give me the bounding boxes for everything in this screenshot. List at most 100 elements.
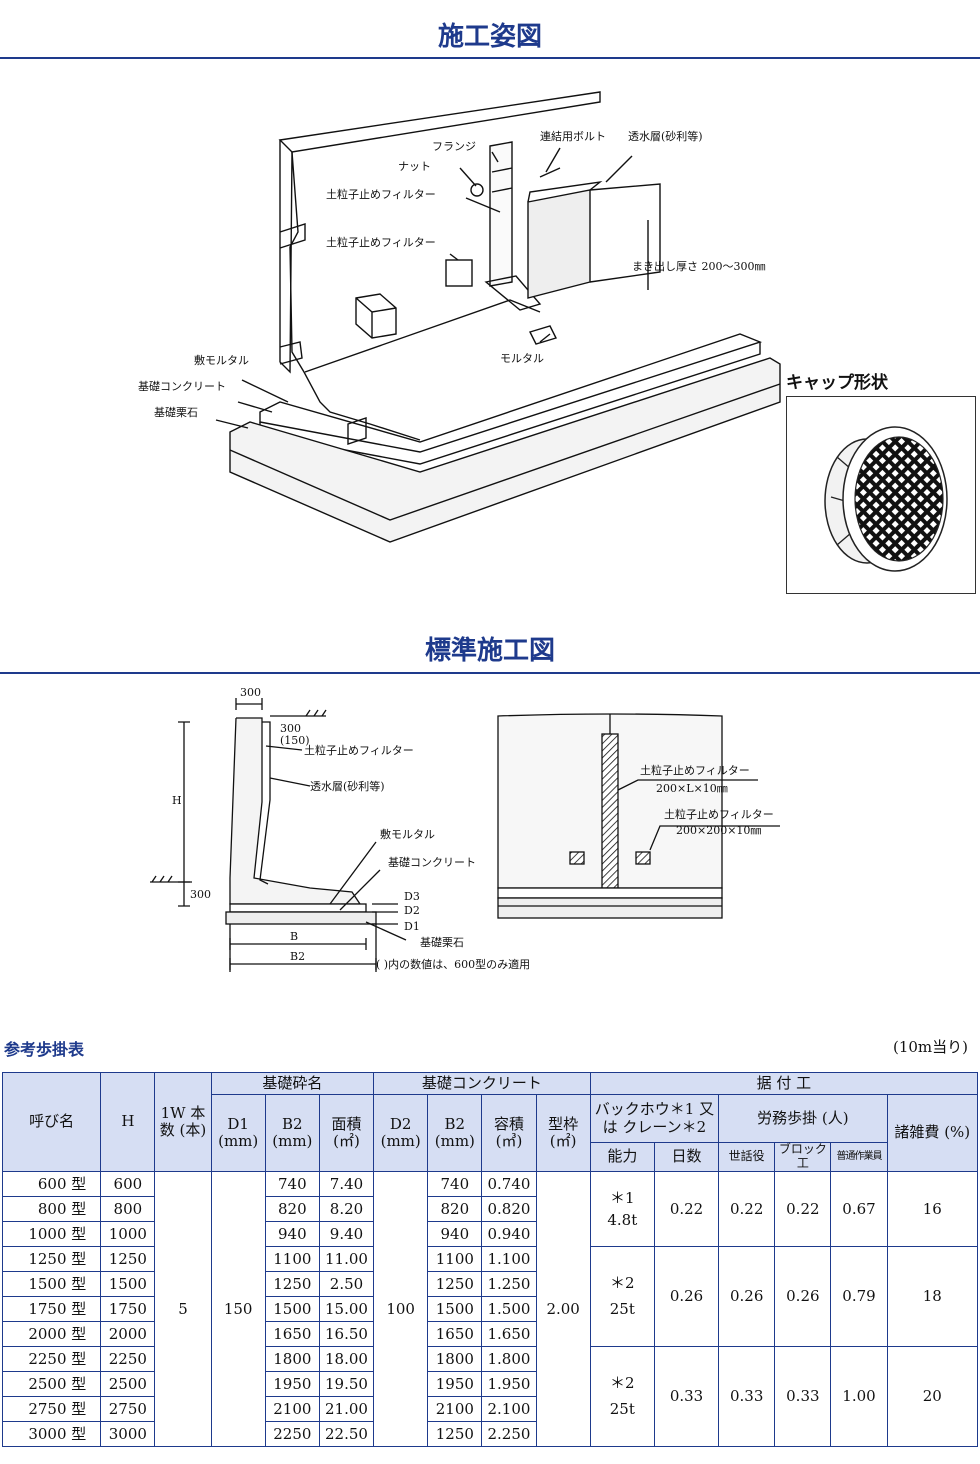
cell-b2: 1100 <box>264 1245 320 1272</box>
header-stone-group: 基礎砕名 <box>210 1072 375 1095</box>
dim-300-top: 300 <box>240 686 261 699</box>
cell-h: 2500 <box>100 1370 156 1397</box>
cell-form: 2.00 <box>535 1170 591 1447</box>
cell-b2c: 1950 <box>427 1370 483 1397</box>
table-row: 1750 型 1750 1500 15.00 1500 1.500 <box>1 1295 978 1322</box>
cell-block: 0.26 <box>774 1245 832 1347</box>
cell-area: 9.40 <box>318 1220 375 1247</box>
cell-h: 600 <box>100 1170 156 1197</box>
cell-b2: 740 <box>264 1170 320 1197</box>
header-area: 面積 (㎡) <box>318 1094 375 1172</box>
cell-h: 1250 <box>100 1245 156 1272</box>
cell-name: 600 型 <box>1 1170 102 1197</box>
cell-area: 21.00 <box>318 1395 375 1422</box>
cell-area: 11.00 <box>318 1245 375 1272</box>
label-foundation-stone: 基礎栗石 <box>154 406 198 419</box>
dim-150: (150) <box>280 734 310 747</box>
cell-name: 2750 型 <box>1 1395 102 1422</box>
header-worker: 普通作業員 <box>830 1142 888 1172</box>
capacity-value: 25t <box>609 1300 635 1319</box>
cell-area: 19.50 <box>318 1370 375 1397</box>
label-foundation-concrete: 基礎コンクリート <box>138 380 226 393</box>
cell-b2c: 1500 <box>427 1295 483 1322</box>
dim-h: H <box>172 794 182 807</box>
cell-b2: 2250 <box>264 1420 320 1447</box>
cell-volume: 0.940 <box>481 1220 537 1247</box>
header-name: 呼び名 <box>1 1072 102 1172</box>
cell-b2: 1500 <box>264 1295 320 1322</box>
label-nut: ナット <box>398 160 431 173</box>
label-filter1: 土粒子止めフィルター <box>640 763 750 777</box>
cell-name: 1250 型 <box>1 1245 102 1272</box>
cell-b2c: 1800 <box>427 1345 483 1372</box>
header-count: 1W 本数 (本) <box>154 1072 212 1172</box>
cell-h: 800 <box>100 1195 156 1222</box>
header-h: H <box>100 1072 156 1172</box>
header-concrete-group: 基礎コンクリート <box>373 1072 591 1095</box>
cell-volume: 1.950 <box>481 1370 537 1397</box>
label-thickness: まき出し厚さ 200〜300㎜ <box>632 259 766 273</box>
cell-misc: 18 <box>886 1245 979 1347</box>
cell-name: 3000 型 <box>1 1420 102 1447</box>
header-foreman: 世話役 <box>718 1142 776 1172</box>
cell-b2c: 1250 <box>427 1270 483 1297</box>
table-row: 2500 型 2500 1950 19.50 1950 1.950 <box>1 1370 978 1397</box>
label-mortar-bed: 敷モルタル <box>194 353 249 367</box>
cell-b2c: 1250 <box>427 1420 483 1447</box>
dim-b2: B2 <box>290 950 305 963</box>
cell-b2: 820 <box>264 1195 320 1222</box>
label-permeable: 透水層(砂利等) <box>628 129 703 143</box>
label-filter2-size: 200×200×10㎜ <box>676 824 761 837</box>
cell-d2: 100 <box>373 1170 429 1447</box>
cell-b2c: 1650 <box>427 1320 483 1347</box>
cell-count: 5 <box>154 1170 212 1447</box>
cell-volume: 2.250 <box>481 1420 537 1447</box>
header-labor: 労務歩掛 (人) <box>718 1094 888 1143</box>
cell-area: 18.00 <box>318 1345 375 1372</box>
capacity-value: 4.8t <box>607 1210 638 1229</box>
dim-d1: D1 <box>404 920 420 933</box>
cell-area: 7.40 <box>318 1170 375 1197</box>
cell-capacity-group-1: ＊1 4.8t <box>589 1170 655 1247</box>
cell-volume: 0.820 <box>481 1195 537 1222</box>
cell-days: 0.26 <box>653 1245 720 1347</box>
cap-figure-box <box>786 396 976 594</box>
cross-section-drawing: 300 300 (150) 土粒子止めフィルター 透水層(砂利等) H 300 … <box>150 686 530 972</box>
cell-volume: 1.650 <box>481 1320 537 1347</box>
cell-b2c: 940 <box>427 1220 483 1247</box>
cell-area: 15.00 <box>318 1295 375 1322</box>
cell-days: 0.22 <box>653 1170 720 1247</box>
cell-name: 2500 型 <box>1 1370 102 1397</box>
perspective-title: 施工姿図 <box>437 22 542 52</box>
cell-h: 1750 <box>100 1295 156 1322</box>
header-days: 日数 <box>653 1142 720 1172</box>
table-unit: (10m当り) <box>892 1038 968 1056</box>
cell-name: 800 型 <box>1 1195 102 1222</box>
cell-volume: 0.740 <box>481 1170 537 1197</box>
dim-d3: D3 <box>404 890 420 903</box>
cell-block: 0.22 <box>774 1170 832 1247</box>
cell-b2c: 740 <box>427 1170 483 1197</box>
cell-h: 1500 <box>100 1270 156 1297</box>
header-d1: D1 (mm) <box>210 1094 266 1172</box>
cell-b2: 1950 <box>264 1370 320 1397</box>
cell-name: 1500 型 <box>1 1270 102 1297</box>
cell-area: 8.20 <box>318 1195 375 1222</box>
capacity-mark: ＊1 <box>610 1188 635 1207</box>
standard-title: 標準施工図 <box>424 636 555 666</box>
label-filter-mid: 土粒子止めフィルター <box>326 235 436 249</box>
label-flange: フランジ <box>432 140 476 153</box>
cell-d1: 150 <box>210 1170 266 1447</box>
header-machine: バックホウ＊1 又は クレーン＊2 <box>589 1094 720 1143</box>
cell-b2: 940 <box>264 1220 320 1247</box>
cell-b2c: 820 <box>427 1195 483 1222</box>
dim-d2: D2 <box>404 904 420 917</box>
dim-300-right: 300 <box>280 722 301 735</box>
cap-title: キャップ形状 <box>786 373 888 393</box>
cell-h: 2000 <box>100 1320 156 1347</box>
table-row: 1000 型 1000 940 9.40 940 0.940 <box>1 1220 978 1247</box>
label-foundation-concrete: 基礎コンクリート <box>388 856 476 869</box>
